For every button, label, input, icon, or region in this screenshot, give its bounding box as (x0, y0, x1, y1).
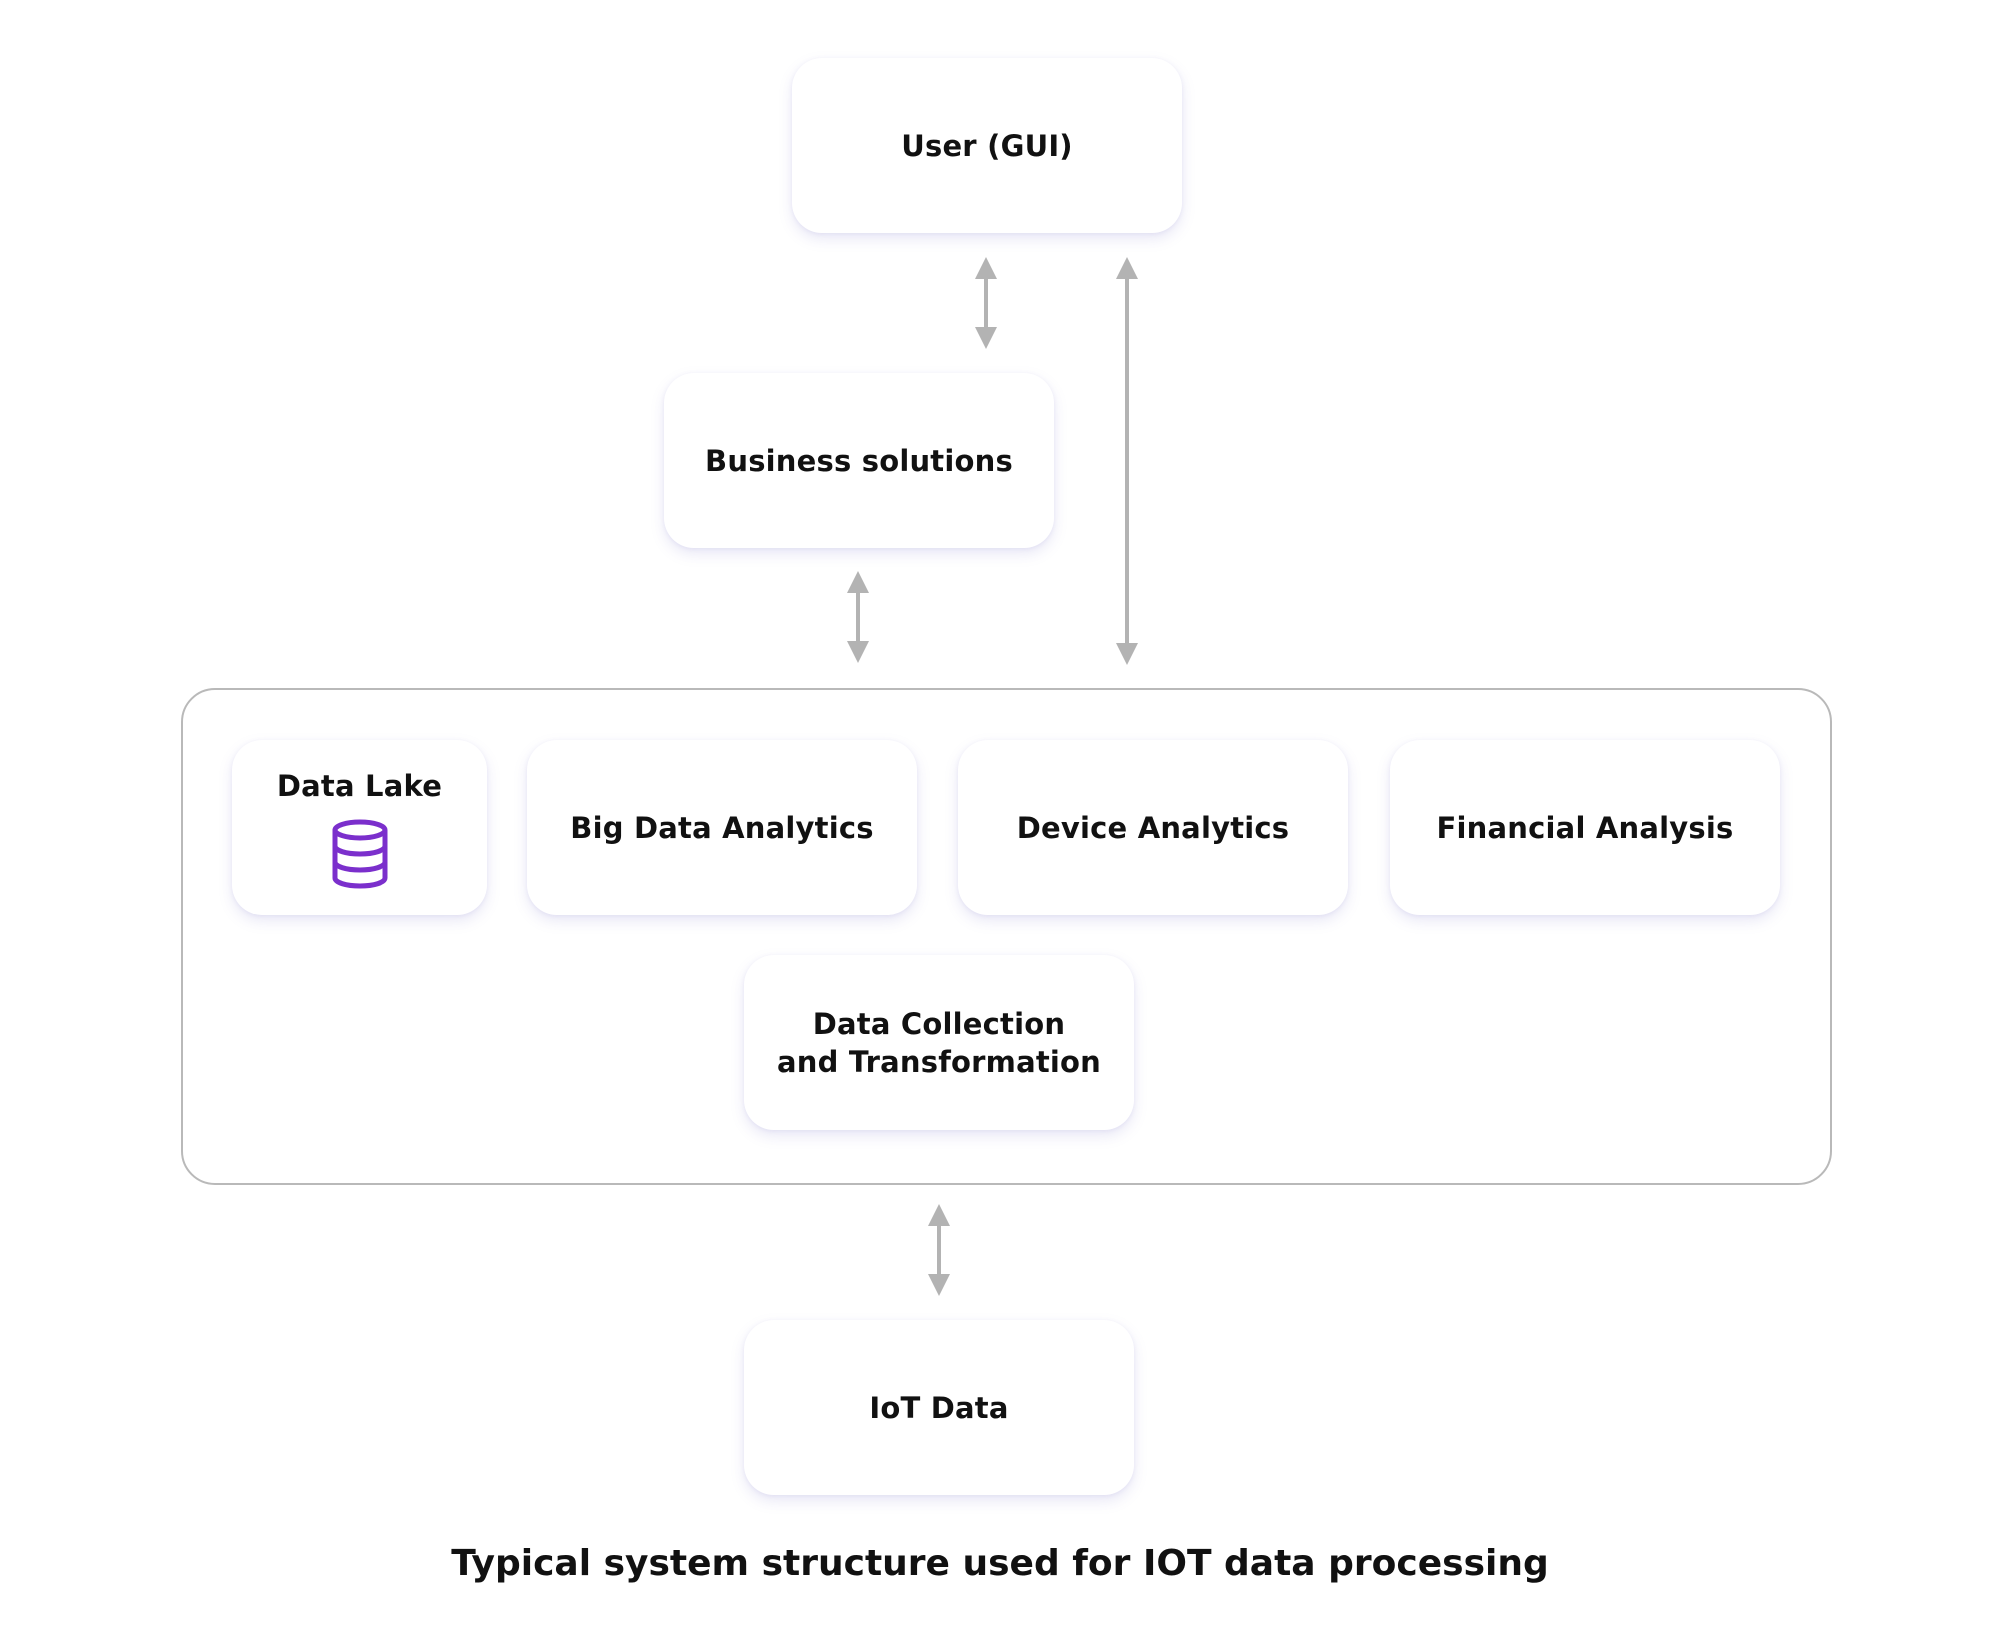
big-data-analytics-label: Big Data Analytics (570, 810, 874, 845)
iot-data-node: IoT Data (744, 1320, 1134, 1495)
financial-analysis-label: Financial Analysis (1436, 810, 1734, 845)
user-gui-node: User (GUI) (792, 58, 1182, 233)
business-solutions-node: Business solutions (664, 373, 1054, 548)
device-analytics-node: Device Analytics (958, 740, 1348, 915)
business-solutions-label: Business solutions (705, 443, 1013, 478)
iot-data-label: IoT Data (869, 1390, 1009, 1425)
diagram-caption: Typical system structure used for IOT da… (451, 1543, 1549, 1584)
financial-analysis-node: Financial Analysis (1390, 740, 1780, 915)
device-analytics-label: Device Analytics (1016, 810, 1290, 845)
big-data-analytics-node: Big Data Analytics (527, 740, 917, 915)
data-collection-node: Data Collection and Transformation (744, 955, 1134, 1130)
database-icon (332, 819, 387, 888)
data-lake-label: Data Lake (276, 768, 443, 803)
user-gui-label: User (GUI) (901, 128, 1073, 163)
processing-container (181, 688, 1832, 1185)
data-collection-label: Data Collection and Transformation (776, 1006, 1102, 1079)
data-lake-node: Data Lake (232, 740, 487, 915)
